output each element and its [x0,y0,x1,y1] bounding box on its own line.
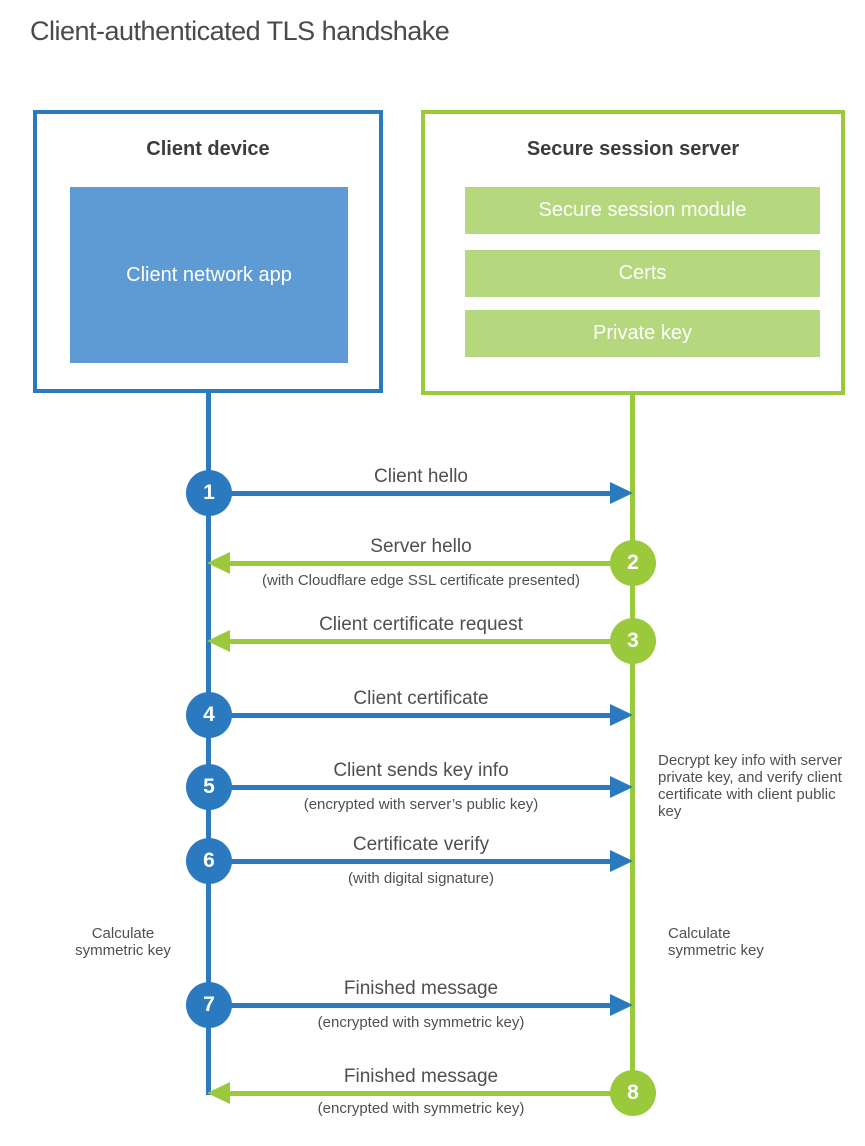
step-2-label: Server hello [370,536,472,557]
calculate-symmetric-key-client-note: Calculate symmetric key [75,925,171,959]
step-2-arrowhead-icon [207,552,230,574]
page-title: Client-authenticated TLS handshake [30,16,450,46]
secure-session-module-bar: Secure session module [465,187,820,234]
step-8-label: Finished message [343,1066,499,1087]
step-5-arrowhead-icon [610,776,633,798]
step-2-arrow-line [225,561,633,566]
step-5-label: Client sends key info [333,760,509,781]
step-6-sublabel: (with digital signature) [348,870,494,887]
step-7-label: Finished message [343,978,499,999]
secure-session-server-box: Secure session server Secure session mod… [421,110,845,395]
step-3-arrowhead-icon [207,630,230,652]
step-2-circle: 2 [610,540,656,586]
step-5-arrow-line [209,785,613,790]
step-1-circle: 1 [186,470,232,516]
step-1-arrowhead-icon [610,482,633,504]
client-device-title: Client device [146,138,270,160]
client-lifeline [206,391,211,1095]
step-1-label: Client hello [374,466,468,487]
step-2-sublabel: (with Cloudflare edge SSL certificate pr… [262,572,580,589]
step-8-arrow-line [225,1091,633,1096]
server-lifeline [630,393,635,1093]
step-8-arrowhead-icon [207,1082,230,1104]
certs-bar: Certs [465,250,820,297]
step-4-arrow-line [209,713,613,718]
client-device-box: Client device Client network app [33,110,383,393]
step-5-circle: 5 [186,764,232,810]
client-network-app-module: Client network app [70,187,348,363]
step-8-circle: 8 [610,1070,656,1116]
step-5-sublabel: (encrypted with server’s public key) [303,796,539,813]
step-6-circle: 6 [186,838,232,884]
secure-session-server-title: Secure session server [526,138,740,160]
step-7-arrow-line [209,1003,613,1008]
step-4-circle: 4 [186,692,232,738]
step-3-arrow-line [225,639,633,644]
step-1-arrow-line [209,491,613,496]
step-3-label: Client certificate request [319,614,523,635]
step-7-sublabel: (encrypted with symmetric key) [317,1014,525,1031]
step-3-circle: 3 [610,618,656,664]
step-4-label: Client certificate [353,688,489,709]
step-4-arrowhead-icon [610,704,633,726]
step-6-label: Certificate verify [352,834,490,855]
calculate-symmetric-key-server-note: Calculate symmetric key [668,925,764,959]
decrypt-key-info-note: Decrypt key info with server private key… [658,752,843,820]
step-8-sublabel: (encrypted with symmetric key) [317,1100,525,1117]
private-key-bar: Private key [465,310,820,357]
step-7-arrowhead-icon [610,994,633,1016]
step-6-arrow-line [209,859,613,864]
step-7-circle: 7 [186,982,232,1028]
step-6-arrowhead-icon [610,850,633,872]
